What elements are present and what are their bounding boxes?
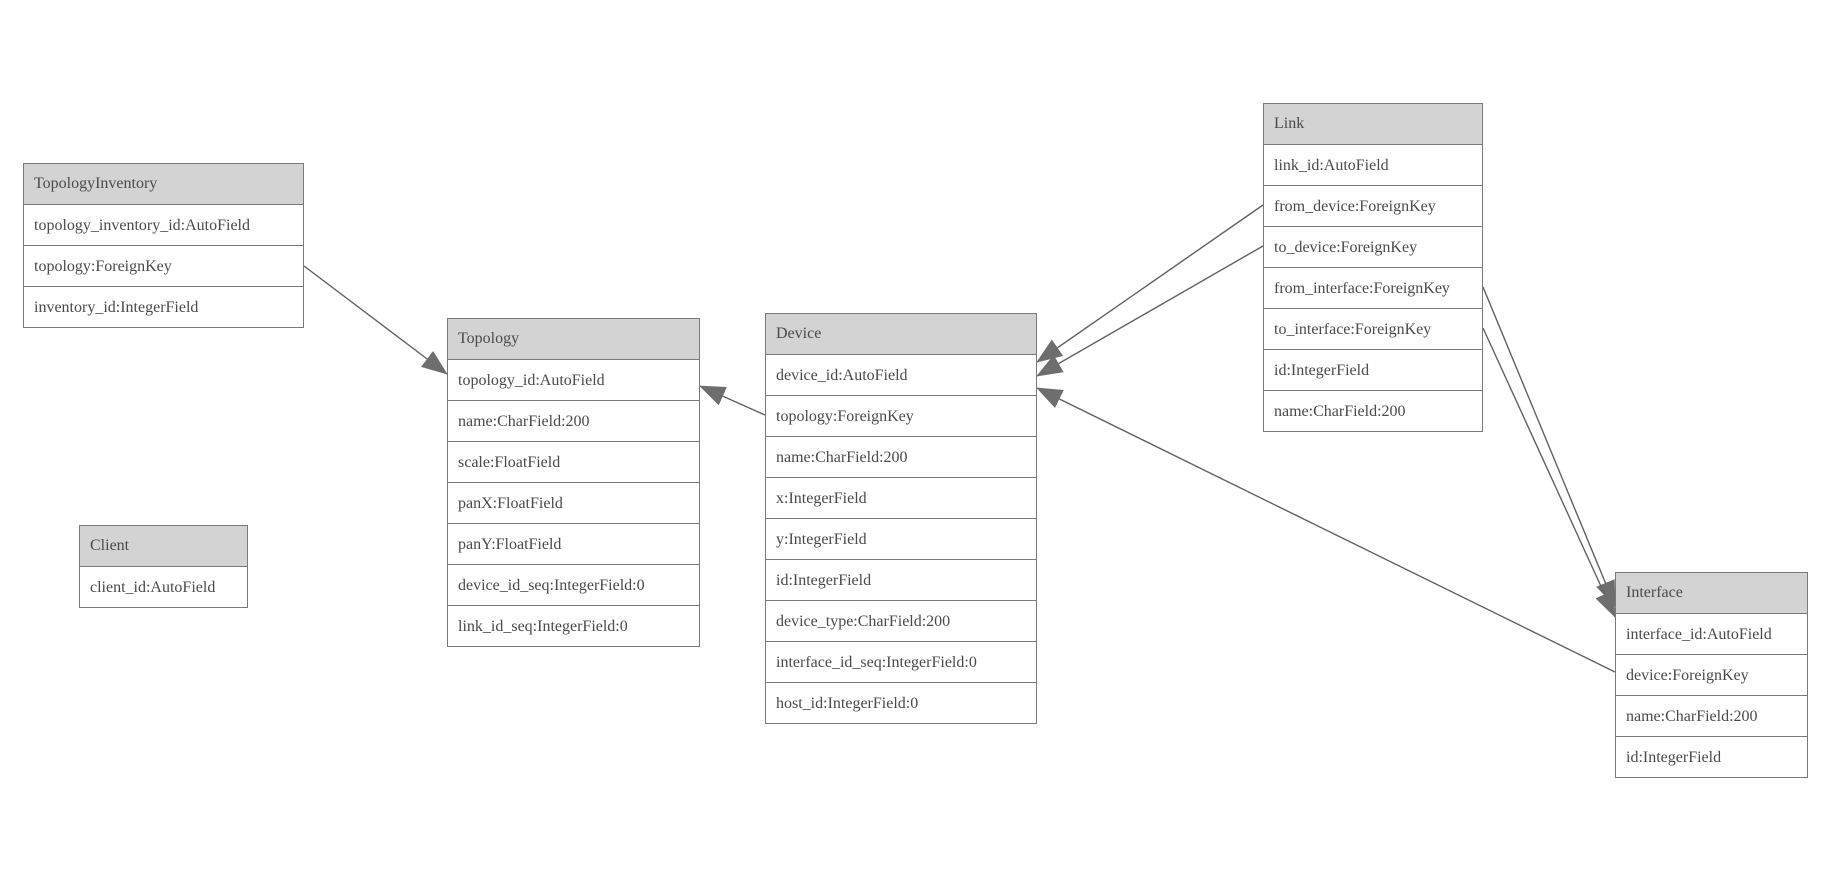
entity-field-row: to_interface:ForeignKey — [1264, 308, 1482, 349]
entity-field-row: name:CharField:200 — [448, 400, 699, 441]
entity-field-row: name:CharField:200 — [766, 436, 1036, 477]
entity-field-row: panY:FloatField — [448, 523, 699, 564]
entity-field-row: host_id:IntegerField:0 — [766, 682, 1036, 723]
entity-field-row: link_id:AutoField — [1264, 144, 1482, 185]
entity-title-device: Device — [766, 314, 1036, 354]
entity-field-row: link_id_seq:IntegerField:0 — [448, 605, 699, 646]
relationship-edge-link-fromdevice-device — [1036, 204, 1264, 363]
entity-field-row: device_type:CharField:200 — [766, 600, 1036, 641]
entity-field-row: name:CharField:200 — [1616, 695, 1807, 736]
entity-title-topology-inventory: TopologyInventory — [24, 164, 303, 204]
entity-field-row: from_interface:ForeignKey — [1264, 267, 1482, 308]
entity-field-row: inventory_id:IntegerField — [24, 286, 303, 327]
relationship-edge-topologyinventory-topology — [303, 265, 448, 375]
relationship-edge-link-todevice-device — [1036, 245, 1264, 377]
entity-field-row: client_id:AutoField — [80, 566, 247, 607]
entity-field-row: from_device:ForeignKey — [1264, 185, 1482, 226]
entity-field-row: id:IntegerField — [1264, 349, 1482, 390]
relationship-edge-link-tointerface-interface — [1482, 327, 1616, 618]
entity-field-row: scale:FloatField — [448, 441, 699, 482]
entity-title-interface: Interface — [1616, 573, 1807, 613]
relationship-edge-interface-device — [1036, 387, 1616, 673]
entity-field-row: name:CharField:200 — [1264, 390, 1482, 431]
entity-field-row: topology_id:AutoField — [448, 359, 699, 400]
entity-field-row: topology_inventory_id:AutoField — [24, 204, 303, 245]
entity-field-row: topology:ForeignKey — [24, 245, 303, 286]
entity-title-topology: Topology — [448, 319, 699, 359]
entity-field-row: id:IntegerField — [766, 559, 1036, 600]
entity-field-row: y:IntegerField — [766, 518, 1036, 559]
relationship-edge-link-frominterface-interface — [1482, 286, 1616, 607]
entity-field-row: device_id:AutoField — [766, 354, 1036, 395]
entity-field-row: topology:ForeignKey — [766, 395, 1036, 436]
entity-field-row: device_id_seq:IntegerField:0 — [448, 564, 699, 605]
entity-field-row: x:IntegerField — [766, 477, 1036, 518]
entity-field-row: interface_id:AutoField — [1616, 613, 1807, 654]
relationship-edge-device-topology — [699, 385, 766, 416]
entity-field-row: device:ForeignKey — [1616, 654, 1807, 695]
entity-field-row: id:IntegerField — [1616, 736, 1807, 777]
entity-field-row: to_device:ForeignKey — [1264, 226, 1482, 267]
entity-field-row: interface_id_seq:IntegerField:0 — [766, 641, 1036, 682]
entity-title-client: Client — [80, 526, 247, 566]
entity-field-row: panX:FloatField — [448, 482, 699, 523]
entity-title-link: Link — [1264, 104, 1482, 144]
